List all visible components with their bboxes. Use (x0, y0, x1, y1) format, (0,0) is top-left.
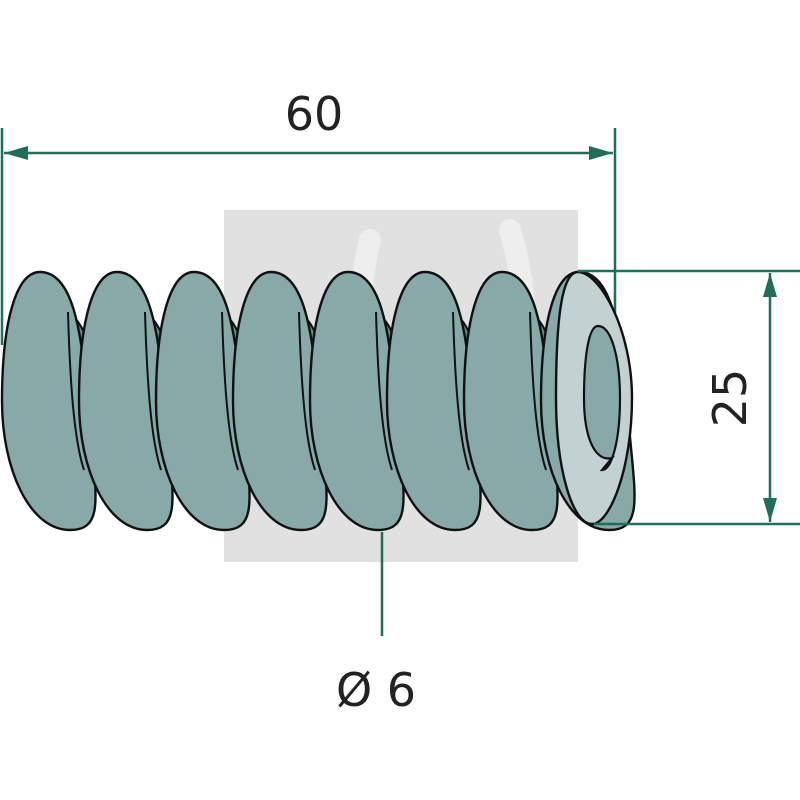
wire-diameter-callout: Ø 6 (336, 532, 416, 717)
spring-coil-edge (529, 311, 547, 471)
spring-coil-edge (452, 311, 470, 471)
length-arrow-right (589, 146, 613, 160)
spring-coil-edge (375, 311, 393, 471)
diameter-arrow-bottom (763, 498, 777, 522)
diameter-arrow-top (763, 273, 777, 297)
diameter-label: 25 (703, 369, 757, 428)
spring-coil-edge (298, 311, 316, 471)
spring-coil-edge (221, 311, 239, 471)
spring-coil-edge (144, 311, 162, 471)
length-dimension: 60 (0, 87, 617, 345)
end-ring-hole (582, 324, 622, 472)
spring-coil-edge (67, 311, 85, 471)
diameter-dimension: 25 (578, 269, 800, 526)
wire-diameter-label: Ø 6 (336, 663, 416, 717)
spring-end-ring (554, 270, 634, 526)
spring-coils (0, 270, 636, 532)
length-arrow-left (4, 146, 28, 160)
length-label: 60 (285, 87, 344, 141)
